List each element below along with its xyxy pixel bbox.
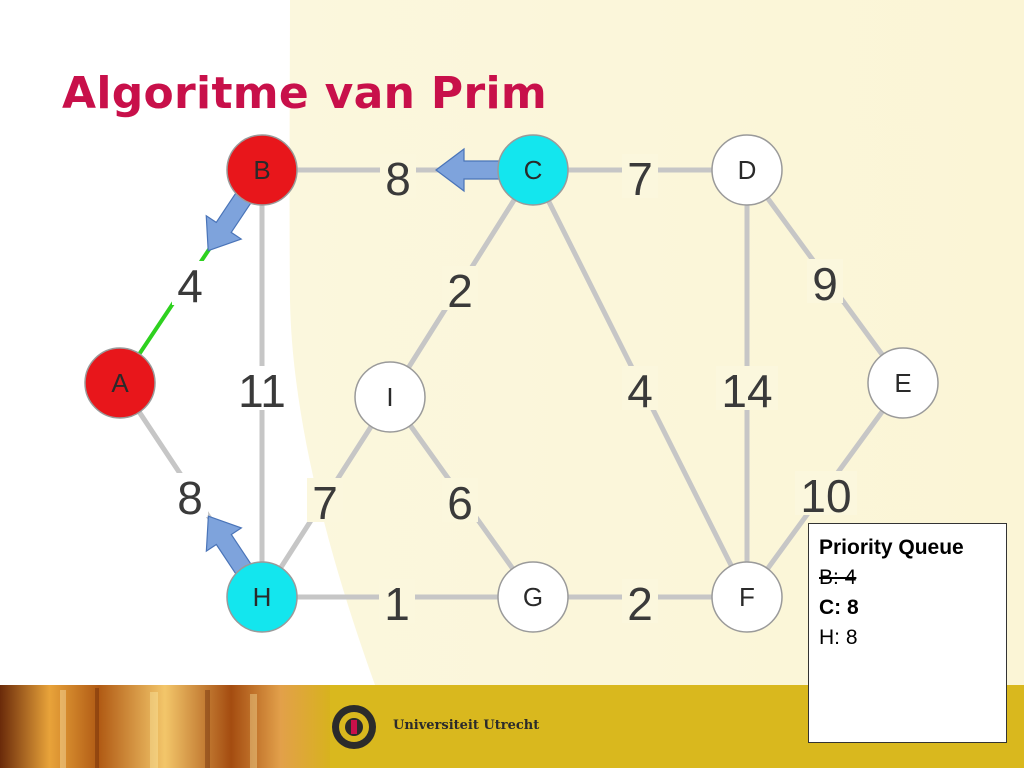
node-i: I	[354, 361, 426, 433]
edge-weight-g-f: 2	[622, 578, 658, 630]
node-c: C	[497, 134, 569, 206]
edge-weight-d-f: 14	[716, 365, 778, 417]
node-b-label: B	[253, 155, 270, 185]
node-g-circle	[497, 561, 569, 633]
edge-weight-a-b: 4	[172, 260, 208, 312]
edge-weight-d-e: 9	[807, 258, 843, 310]
node-d: D	[711, 134, 783, 206]
edge-weight-i-h: 7	[307, 477, 343, 529]
node-i-label: I	[386, 382, 393, 412]
university-name: Universiteit Utrecht	[393, 718, 540, 733]
edge-weight-c-i: 2	[442, 265, 478, 317]
node-g: G	[497, 561, 569, 633]
svg-text:4: 4	[627, 365, 653, 417]
edge-weight-a-h: 8	[172, 472, 208, 524]
node-h: H	[226, 561, 298, 633]
svg-text:8: 8	[177, 472, 203, 524]
node-h-label: H	[253, 582, 272, 612]
svg-text:9: 9	[812, 258, 838, 310]
node-d-label: D	[738, 155, 757, 185]
node-a: A	[84, 347, 156, 419]
node-i-circle	[354, 361, 426, 433]
svg-text:10: 10	[800, 470, 851, 522]
edge-weight-c-f: 4	[622, 365, 658, 417]
svg-text:4: 4	[177, 260, 203, 312]
node-e-label: E	[894, 368, 911, 398]
priority-queue-box: Priority Queue B: 4 C: 8 H: 8	[808, 523, 1007, 743]
edge-weight-h-g: 1	[379, 578, 415, 630]
nodes-layer: A B C D E F G H I	[84, 134, 939, 633]
priority-queue-item: B: 4	[819, 566, 857, 589]
svg-text:14: 14	[721, 365, 772, 417]
svg-text:7: 7	[312, 477, 338, 529]
svg-text:8: 8	[385, 153, 411, 205]
priority-queue-items: B: 4 C: 8 H: 8	[819, 563, 996, 653]
edge-weight-e-f: 10	[795, 470, 857, 522]
node-f-circle	[711, 561, 783, 633]
university-seal-icon	[332, 705, 376, 749]
svg-text:7: 7	[627, 153, 653, 205]
svg-text:6: 6	[447, 477, 473, 529]
arrow-c-to-b	[435, 147, 503, 193]
node-c-label: C	[524, 155, 543, 185]
svg-text:11: 11	[238, 365, 286, 417]
svg-text:1: 1	[384, 578, 410, 630]
node-b-circle	[226, 134, 298, 206]
edge-weight-b-h: 11	[231, 365, 293, 417]
footer-photo-stripes	[60, 688, 257, 768]
arrows-layer	[205, 147, 503, 577]
node-h-circle	[226, 561, 298, 633]
node-f-label: F	[739, 582, 755, 612]
node-f: F	[711, 561, 783, 633]
arrow-h-to-a	[205, 515, 254, 577]
node-e-circle	[867, 347, 939, 419]
edge-weight-c-d: 7	[622, 153, 658, 205]
node-c-circle	[497, 134, 569, 206]
priority-queue-item: H: 8	[819, 626, 858, 649]
priority-queue-item: C: 8	[819, 596, 859, 619]
svg-text:2: 2	[627, 578, 653, 630]
edge-weight-i-g: 6	[442, 477, 478, 529]
edge-weights-layer: 4 8 7 11 8 2 4 14 9 10 7 61 2	[172, 153, 857, 630]
edge-weight-b-c: 8	[380, 153, 416, 205]
node-b: B	[226, 134, 298, 206]
svg-text:2: 2	[447, 265, 473, 317]
slide-title: Algoritme van Prim	[62, 68, 547, 119]
arrow-b-to-a	[205, 189, 254, 252]
node-e: E	[867, 347, 939, 419]
node-a-circle	[84, 347, 156, 419]
footer-photo-strip	[0, 685, 330, 768]
node-a-label: A	[111, 368, 129, 398]
priority-queue-title: Priority Queue	[819, 536, 964, 559]
node-d-circle	[711, 134, 783, 206]
node-g-label: G	[523, 582, 543, 612]
